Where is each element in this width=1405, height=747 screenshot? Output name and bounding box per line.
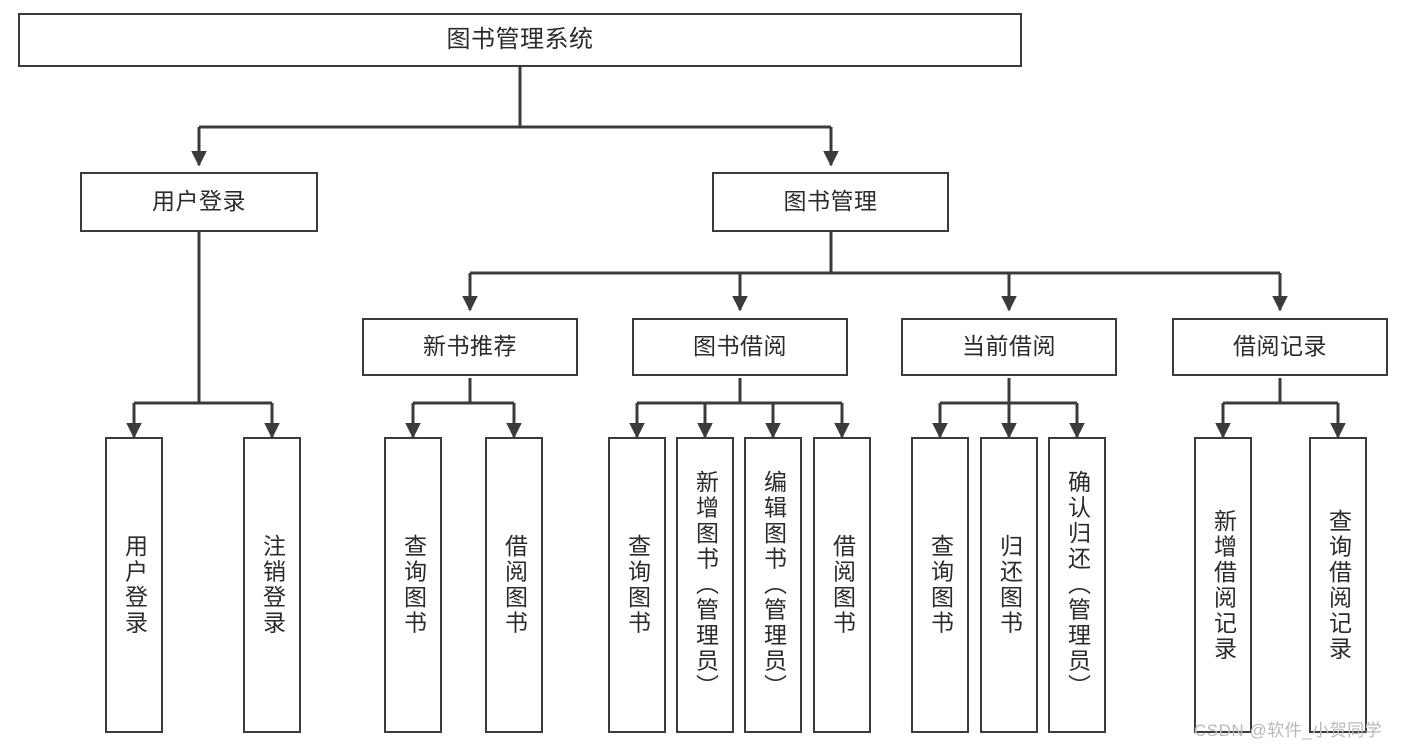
- node-leaf-return-book-label: 归还图书: [996, 534, 1023, 636]
- node-book-management[interactable]: 图书管理: [712, 172, 949, 232]
- node-leaf-borrow-book-1[interactable]: 借阅图书: [485, 437, 543, 733]
- node-current-borrow[interactable]: 当前借阅: [901, 318, 1117, 376]
- node-leaf-query-book-1-label: 查询图书: [400, 534, 427, 636]
- node-leaf-confirm-return-label: 确认归还（管理员）: [1064, 470, 1091, 700]
- node-leaf-borrow-book-2[interactable]: 借阅图书: [813, 437, 871, 733]
- node-leaf-borrow-book-2-label: 借阅图书: [829, 534, 856, 636]
- node-leaf-user-logout[interactable]: 注销登录: [243, 437, 301, 733]
- node-leaf-borrow-book-1-label: 借阅图书: [501, 534, 528, 636]
- node-leaf-return-book[interactable]: 归还图书: [980, 437, 1038, 733]
- node-leaf-query-book-3[interactable]: 查询图书: [911, 437, 969, 733]
- node-leaf-add-record-label: 新增借阅记录: [1210, 508, 1237, 662]
- node-leaf-query-book-1[interactable]: 查询图书: [384, 437, 442, 733]
- node-book-management-label: 图书管理: [783, 188, 878, 215]
- node-new-book-recommend-label: 新书推荐: [423, 333, 517, 360]
- csdn-watermark: CSDN @软件_小贺同学: [1194, 721, 1383, 740]
- node-borrow-record[interactable]: 借阅记录: [1172, 318, 1388, 376]
- node-book-borrow[interactable]: 图书借阅: [632, 318, 848, 376]
- node-leaf-user-logout-label: 注销登录: [259, 534, 286, 636]
- node-leaf-query-record-label: 查询借阅记录: [1325, 508, 1352, 662]
- node-leaf-query-book-2-label: 查询图书: [624, 534, 651, 636]
- node-user-login[interactable]: 用户登录: [80, 172, 318, 232]
- node-leaf-user-login[interactable]: 用户登录: [105, 437, 163, 733]
- node-root-label: 图书管理系统: [446, 25, 594, 53]
- node-book-borrow-label: 图书借阅: [693, 333, 787, 360]
- node-leaf-query-book-2[interactable]: 查询图书: [608, 437, 666, 733]
- node-leaf-edit-book-label: 编辑图书（管理员）: [760, 470, 787, 700]
- node-leaf-add-record[interactable]: 新增借阅记录: [1194, 437, 1252, 733]
- node-leaf-query-record[interactable]: 查询借阅记录: [1309, 437, 1367, 733]
- node-borrow-record-label: 借阅记录: [1233, 333, 1327, 360]
- node-leaf-query-book-3-label: 查询图书: [927, 534, 954, 636]
- node-leaf-add-book[interactable]: 新增图书（管理员）: [676, 437, 734, 733]
- node-leaf-confirm-return[interactable]: 确认归还（管理员）: [1048, 437, 1106, 733]
- node-leaf-add-book-label: 新增图书（管理员）: [692, 470, 719, 700]
- node-new-book-recommend[interactable]: 新书推荐: [362, 318, 578, 376]
- node-root[interactable]: 图书管理系统: [18, 13, 1022, 67]
- node-user-login-label: 用户登录: [152, 188, 246, 215]
- node-leaf-user-login-label: 用户登录: [121, 534, 148, 636]
- node-current-borrow-label: 当前借阅: [962, 333, 1056, 360]
- node-leaf-edit-book[interactable]: 编辑图书（管理员）: [744, 437, 802, 733]
